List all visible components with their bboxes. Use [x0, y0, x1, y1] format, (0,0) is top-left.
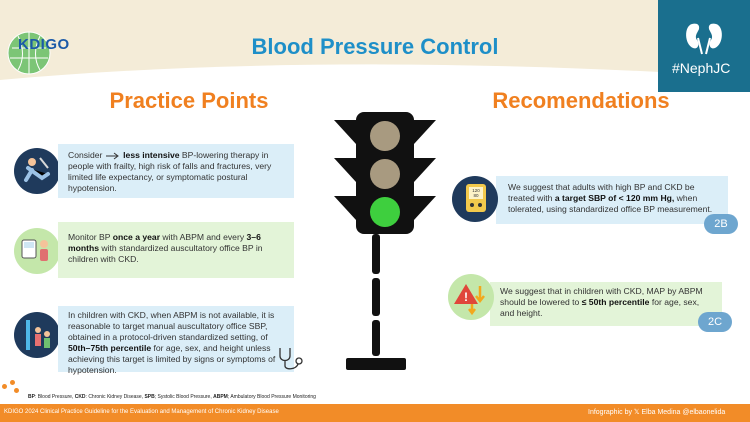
pp2-text-bold2: 3–6 months	[68, 232, 261, 253]
rc1-text-pre: We suggest that adults with high BP and …	[508, 182, 695, 203]
kidneys-icon	[686, 23, 722, 55]
section-title-practice-points: Practice Points	[109, 88, 269, 113]
pp1-text-bold: less intensive	[123, 150, 180, 160]
recommendation-2: We suggest that in children with CKD, MA…	[490, 282, 722, 326]
guideline-citation: KDIGO 2024 Clinical Practice Guideline f…	[4, 409, 279, 415]
hand-pointing-icon	[105, 152, 119, 160]
nephjc-corner	[658, 0, 750, 92]
rc2-text-bold: ≤ 50th percentile	[581, 297, 650, 307]
rc1-text-bold: a target SBP of < 120 mm Hg,	[554, 193, 675, 203]
abbr-def: : Chronic Kidney Disease,	[85, 394, 145, 400]
traffic-light-icon	[334, 112, 436, 370]
grade-badge-2b: 2B	[704, 214, 738, 234]
pp2-text-post: with standardized auscultatory office BP…	[68, 243, 263, 264]
abbr-term: CKD	[74, 394, 86, 400]
footer-bar	[0, 404, 750, 422]
header-wave	[0, 64, 660, 96]
bp-reading-1: 120	[472, 188, 480, 193]
abbr-term: SPB	[144, 394, 155, 400]
practice-point-3: In children with CKD, when ABPM is not a…	[58, 306, 294, 375]
abbr-def: ; Ambulatory Blood Pressure Monitoring	[227, 394, 316, 400]
abbr-term: ABPM	[213, 394, 228, 400]
pp2-text-pre: Monitor BP	[68, 232, 113, 242]
section-title-recommendations: Recomendations	[492, 88, 670, 113]
pp1-text-pre: Consider	[68, 150, 105, 160]
children-height-icon	[26, 320, 50, 350]
fall-person-icon	[24, 157, 50, 182]
pp3-text-pre: In children with CKD, when ABPM is not a…	[68, 310, 275, 342]
abbreviations-footnote: BP: Blood Pressure, CKD: Chronic Kidney …	[28, 394, 316, 400]
recommendation-1: We suggest that adults with high BP and …	[496, 176, 728, 224]
bp-reading-2: 80	[473, 193, 479, 198]
warning-icon-circle: !	[448, 274, 494, 320]
practice-point-2: Monitor BP once a year with ABPM and eve…	[58, 222, 294, 278]
pp2-text-bold: once a year	[112, 232, 161, 242]
warning-down-arrows-icon: !	[454, 284, 485, 316]
stethoscope-icon	[279, 348, 303, 370]
pp2-text-mid: with ABPM and every	[160, 232, 247, 242]
hashtag[interactable]: #NephJC	[672, 60, 731, 76]
footer-dot	[2, 384, 7, 389]
svg-text:!: !	[464, 290, 468, 304]
bp-monitor-icon: 120 80	[466, 184, 486, 212]
children-icon-circle	[14, 312, 60, 358]
kdigo-globe-icon	[7, 31, 51, 75]
fall-risk-icon-circle	[14, 148, 60, 194]
bp-monitor-child-icon	[21, 239, 48, 261]
footer-dot	[14, 388, 19, 393]
bp-monitor-icon-circle: 120 80	[452, 176, 498, 222]
pp1-text-post: BP-lowering therapy in people with frail…	[68, 150, 272, 193]
page-title: Blood Pressure Control	[251, 34, 499, 59]
abbr-def: ; Systolic Blood Pressure,	[154, 394, 214, 400]
practice-point-1: Consider less intensive BP-lowering ther…	[58, 144, 294, 198]
infographic-credit[interactable]: Infographic by 𝕏 Elba Medina @elbaonelid…	[588, 409, 726, 416]
abbr-term: BP	[28, 394, 35, 400]
grade-badge-2c: 2C	[698, 312, 732, 332]
pp3-text-post: for age, sex, and height unless achievin…	[68, 343, 276, 375]
rc2-text-post: for age, sex, and height.	[500, 297, 700, 318]
monitoring-icon-circle	[14, 228, 60, 274]
pp3-text-bold: 50th–75th percentile	[68, 343, 152, 353]
rc1-text-post: when tolerated, using standardized offic…	[508, 193, 713, 214]
abbr-def: : Blood Pressure,	[34, 394, 75, 400]
kdigo-logo-text: KDIGO	[18, 36, 70, 53]
footer-dot	[10, 380, 15, 385]
rc2-text-pre: We suggest that in children with CKD, MA…	[500, 286, 703, 307]
